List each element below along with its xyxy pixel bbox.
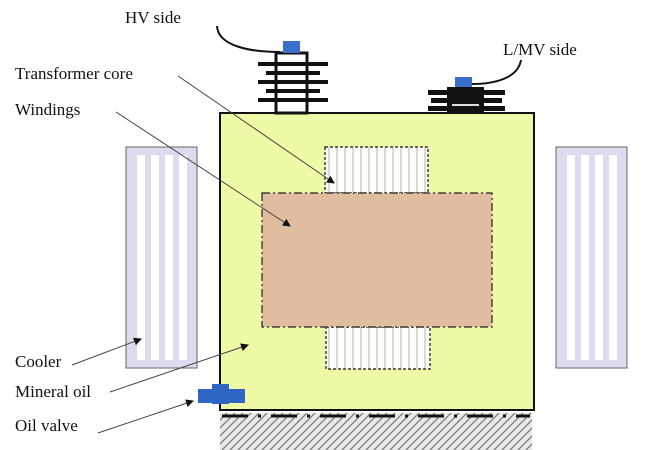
label-lmv-side: L/MV side [503, 40, 577, 59]
lmv-bushing [428, 77, 505, 113]
oil-valve-arrow [97, 399, 194, 434]
hv-side-leader [216, 25, 281, 53]
lmv-terminal-cap [455, 77, 472, 87]
label-oil-valve: Oil valve [15, 416, 78, 435]
cooler-arrow [71, 337, 142, 366]
cooler-left [125, 146, 198, 369]
hv-bushing [258, 41, 328, 115]
winding-lower [325, 326, 431, 370]
mineral-oil-arrow [109, 343, 249, 393]
hv-terminal-cap [283, 41, 300, 53]
windings-arrow [115, 111, 291, 227]
label-transformer-core: Transformer core [15, 64, 133, 83]
label-windings: Windings [15, 100, 80, 119]
label-hv-side: HV side [125, 8, 181, 27]
ground-foundation [220, 413, 532, 450]
oil-valve [198, 384, 245, 404]
cooler-right [555, 146, 628, 369]
winding-upper [324, 146, 429, 194]
label-mineral-oil: Mineral oil [15, 382, 91, 401]
core-arrow [177, 75, 335, 184]
transformer-core [261, 192, 493, 328]
lmv-side-leader [471, 59, 522, 85]
label-cooler: Cooler [15, 352, 62, 371]
